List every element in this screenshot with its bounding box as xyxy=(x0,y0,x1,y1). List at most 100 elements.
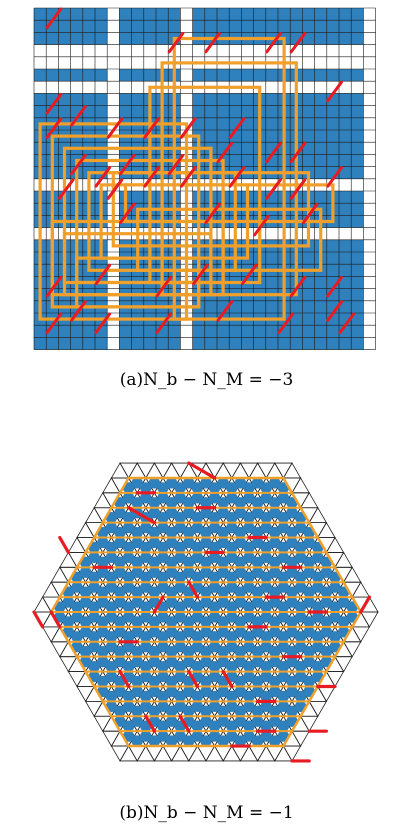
lattice-triangle-down xyxy=(231,462,250,479)
lattice-triangle-up xyxy=(299,715,319,732)
blue-site xyxy=(191,660,204,673)
red-dimer xyxy=(106,178,124,200)
blue-site xyxy=(200,616,212,628)
blue-site xyxy=(157,511,169,524)
blue-cell xyxy=(314,313,327,326)
blue-site xyxy=(217,586,229,598)
lattice-triangle-up xyxy=(127,745,147,762)
blue-cell xyxy=(119,337,132,350)
red-dimer xyxy=(179,166,197,188)
blue-site xyxy=(286,655,298,668)
blue-cell xyxy=(339,154,352,167)
red-dimer xyxy=(301,202,319,225)
blue-site xyxy=(140,492,152,504)
blue-site xyxy=(234,655,247,668)
lattice-triangle-down xyxy=(59,551,78,568)
blue-site xyxy=(217,566,229,578)
blue-cell xyxy=(70,325,83,338)
blue-site xyxy=(277,581,290,593)
blue-cell xyxy=(58,93,71,106)
red-dimer xyxy=(118,669,131,689)
lattice-triangle-up xyxy=(196,745,216,762)
red-dimer xyxy=(155,275,173,298)
blue-site xyxy=(114,586,126,598)
blue-site xyxy=(88,571,100,583)
blue-site xyxy=(191,641,204,653)
blue-cell xyxy=(302,32,315,45)
blue-site xyxy=(131,596,143,608)
lattice-triangle-up xyxy=(274,462,293,479)
blue-cell xyxy=(326,20,339,33)
blue-cell xyxy=(229,154,242,167)
blue-cell xyxy=(241,154,254,167)
blue-site xyxy=(140,631,152,643)
blue-cell xyxy=(302,252,315,265)
blue-site xyxy=(105,631,118,643)
blue-cell xyxy=(204,325,217,338)
red-dimer xyxy=(70,300,87,322)
blue-site xyxy=(243,581,255,593)
blue-site xyxy=(303,675,315,688)
blue-site xyxy=(191,551,204,564)
blue-site xyxy=(174,511,186,524)
blue-site xyxy=(183,735,195,747)
blue-site xyxy=(269,705,281,717)
lattice-triangle-down xyxy=(274,745,293,762)
panel-a-square-lattice xyxy=(33,7,376,350)
blue-cell xyxy=(241,8,254,21)
blue-cell xyxy=(229,93,242,106)
blue-site xyxy=(140,571,152,583)
blue-site xyxy=(140,482,152,494)
lattice-triangle-up xyxy=(41,626,61,643)
blue-site xyxy=(226,551,238,564)
blue-cell xyxy=(351,313,364,326)
blue-site xyxy=(277,521,290,534)
blue-cell xyxy=(131,69,144,82)
blue-cell xyxy=(34,93,47,106)
lattice-triangle-up xyxy=(291,730,310,747)
blue-site xyxy=(131,735,143,747)
blue-cell xyxy=(192,20,205,33)
blue-site xyxy=(148,675,161,688)
blue-site xyxy=(157,571,169,583)
blue-site xyxy=(208,571,221,583)
blue-cell xyxy=(204,93,217,106)
blue-cell xyxy=(351,20,364,33)
blue-site xyxy=(157,690,169,703)
red-dimer xyxy=(265,178,282,200)
blue-cell xyxy=(351,276,364,289)
blue-site xyxy=(174,601,186,613)
square-lattice-grid xyxy=(33,7,376,350)
blue-site xyxy=(157,660,169,673)
lattice-triangle-down xyxy=(119,745,138,762)
blue-site xyxy=(114,596,126,608)
blue-cell xyxy=(143,8,156,21)
blue-cell xyxy=(339,130,352,143)
blue-cell xyxy=(339,276,352,289)
blue-site xyxy=(243,631,255,643)
blue-cell xyxy=(204,337,217,350)
blue-site xyxy=(320,646,333,658)
blue-site xyxy=(62,616,75,628)
blue-cell xyxy=(95,105,108,118)
blue-site xyxy=(200,556,212,569)
blue-site xyxy=(208,720,221,732)
blue-site xyxy=(183,507,195,519)
lattice-triangle-up xyxy=(360,611,379,628)
blue-cell xyxy=(326,252,339,265)
blue-cell xyxy=(339,239,352,252)
blue-site xyxy=(234,685,247,698)
blue-site xyxy=(251,735,264,747)
blue-site xyxy=(105,690,118,703)
blue-site xyxy=(105,641,118,653)
lattice-triangle-down xyxy=(282,462,302,479)
blue-site xyxy=(191,700,204,713)
blue-site xyxy=(251,477,264,489)
blue-site xyxy=(122,521,135,534)
blue-site xyxy=(277,601,290,613)
blue-site xyxy=(174,690,186,703)
blue-site xyxy=(243,492,255,504)
blue-cell xyxy=(192,8,205,21)
lattice-triangle-down xyxy=(145,462,164,479)
blue-cell xyxy=(302,288,315,301)
